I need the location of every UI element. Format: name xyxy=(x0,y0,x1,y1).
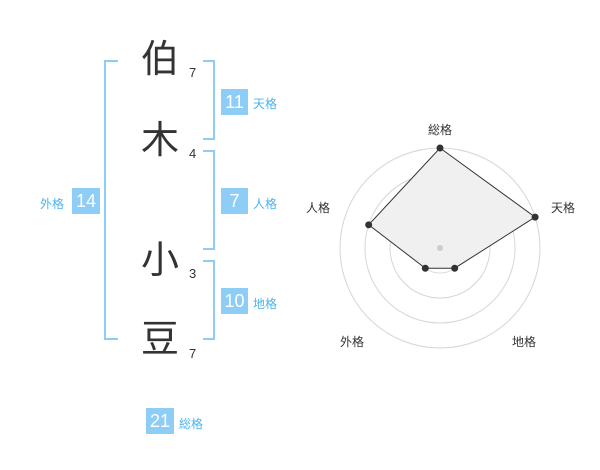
name-char-3: 小 xyxy=(140,238,179,282)
jinkaku-value: 7 xyxy=(221,188,248,214)
tenkaku-bracket xyxy=(203,60,215,140)
radar-point-3 xyxy=(421,264,429,272)
radar-center-dot xyxy=(437,245,443,251)
stroke-count-4: 7 xyxy=(189,346,197,361)
radar-axis-gaikaku: 外格 xyxy=(340,334,364,349)
radar-polygon xyxy=(367,147,536,269)
stroke-count-2: 4 xyxy=(189,146,197,161)
tenkaku-label: 天格 xyxy=(253,97,278,111)
chikaku-value: 10 xyxy=(221,288,248,314)
stroke-count-3: 3 xyxy=(189,266,197,281)
radar-axis-tenkaku: 天格 xyxy=(551,200,575,215)
soukaku-label: 総格 xyxy=(179,417,204,431)
radar-point-2 xyxy=(451,264,459,272)
jinkaku-label: 人格 xyxy=(253,197,278,211)
radar-axis-soukaku: 総格 xyxy=(428,122,452,137)
chikaku-label: 地格 xyxy=(253,297,278,311)
radar-axis-chikaku: 地格 xyxy=(512,334,536,349)
gaikaku-label: 外格 xyxy=(40,197,65,211)
soukaku-value: 21 xyxy=(146,408,174,434)
name-char-1: 伯 xyxy=(140,37,179,81)
gaikaku-bracket xyxy=(104,60,118,340)
gaikaku-value: 14 xyxy=(72,188,100,214)
name-char-4: 豆 xyxy=(140,317,179,361)
radar-axis-jinkaku: 人格 xyxy=(306,200,330,215)
chikaku-bracket xyxy=(203,260,215,340)
jinkaku-bracket xyxy=(203,150,215,250)
radar-point-4 xyxy=(365,221,373,229)
name-char-2: 木 xyxy=(140,118,179,162)
tenkaku-value: 11 xyxy=(221,89,248,115)
radar-point-0 xyxy=(436,144,444,152)
radar-point-1 xyxy=(531,213,539,221)
stroke-count-1: 7 xyxy=(189,65,197,80)
